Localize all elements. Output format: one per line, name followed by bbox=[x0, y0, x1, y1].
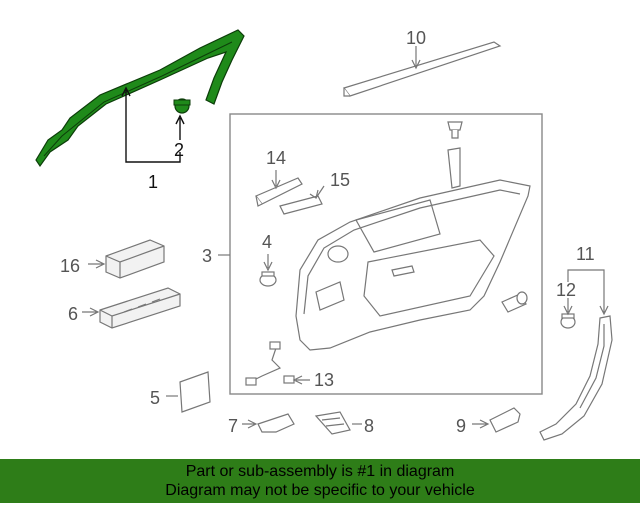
part-12-clip[interactable] bbox=[560, 313, 576, 329]
part-10-moulding[interactable] bbox=[343, 41, 502, 97]
lead-line-14 bbox=[271, 170, 281, 190]
part-16-switch[interactable] bbox=[105, 239, 165, 279]
callout-15[interactable]: 15 bbox=[330, 170, 350, 190]
trim-pin[interactable] bbox=[447, 121, 463, 139]
notice-banner: Part or sub-assembly is #1 in diagram Di… bbox=[0, 459, 640, 503]
part-9-clip[interactable] bbox=[489, 407, 521, 433]
lead-line-13 bbox=[292, 375, 310, 385]
lead-line-15 bbox=[309, 185, 325, 199]
callout-12[interactable]: 12 bbox=[556, 280, 576, 300]
callout-14[interactable]: 14 bbox=[266, 148, 286, 168]
arrow-1 bbox=[121, 86, 131, 97]
callout-1[interactable]: 1 bbox=[148, 172, 158, 192]
callout-7[interactable]: 7 bbox=[228, 416, 238, 436]
lead-line-2 bbox=[175, 114, 185, 140]
callout-6[interactable]: 6 bbox=[68, 304, 78, 324]
part-15-pad[interactable] bbox=[279, 195, 323, 215]
callout-4[interactable]: 4 bbox=[262, 232, 272, 252]
part-5-cover[interactable] bbox=[179, 371, 211, 413]
callout-16[interactable]: 16 bbox=[60, 256, 80, 276]
callout-2[interactable]: 2 bbox=[174, 140, 184, 160]
callout-13[interactable]: 13 bbox=[314, 370, 334, 390]
callout-11[interactable]: 11 bbox=[576, 244, 595, 264]
part-2-clip[interactable] bbox=[173, 98, 191, 114]
trim-bracket[interactable] bbox=[447, 147, 461, 189]
part-13-wire-harness[interactable] bbox=[245, 341, 295, 386]
lead-line-10 bbox=[411, 46, 421, 70]
part-11-pillar-trim[interactable] bbox=[539, 315, 613, 441]
part-1-weatherstrip[interactable] bbox=[35, 29, 245, 168]
part-7-clip[interactable] bbox=[257, 413, 295, 433]
lead-line-4 bbox=[263, 254, 273, 272]
lead-line-11 bbox=[567, 269, 609, 316]
lead-line-1 bbox=[125, 90, 181, 163]
callout-3[interactable]: 3 bbox=[202, 246, 212, 266]
callout-9[interactable]: 9 bbox=[456, 416, 466, 436]
callout-8[interactable]: 8 bbox=[364, 416, 374, 436]
part-14-bracket[interactable] bbox=[255, 177, 303, 207]
callout-10[interactable]: 10 bbox=[406, 28, 426, 48]
lead-line-7 bbox=[242, 419, 258, 429]
lead-line-6 bbox=[82, 307, 100, 317]
lead-line-12 bbox=[563, 298, 573, 316]
notice-line-1: Part or sub-assembly is #1 in diagram bbox=[185, 463, 455, 480]
notice-line-2: Diagram may not be specific to your vehi… bbox=[165, 482, 475, 499]
part-8-clip[interactable] bbox=[314, 411, 351, 435]
trim-cylinder[interactable] bbox=[501, 291, 528, 313]
lead-line-9 bbox=[472, 419, 490, 429]
part-4-clip[interactable] bbox=[259, 271, 277, 287]
door-trim-panel[interactable] bbox=[295, 179, 531, 351]
assembly-box bbox=[229, 113, 543, 395]
parts-diagram: 1 2 10 3 14 15 4 bbox=[35, 28, 613, 441]
part-6-window-switch[interactable] bbox=[99, 287, 181, 329]
callout-5[interactable]: 5 bbox=[150, 388, 160, 408]
lead-line-16 bbox=[88, 259, 106, 269]
